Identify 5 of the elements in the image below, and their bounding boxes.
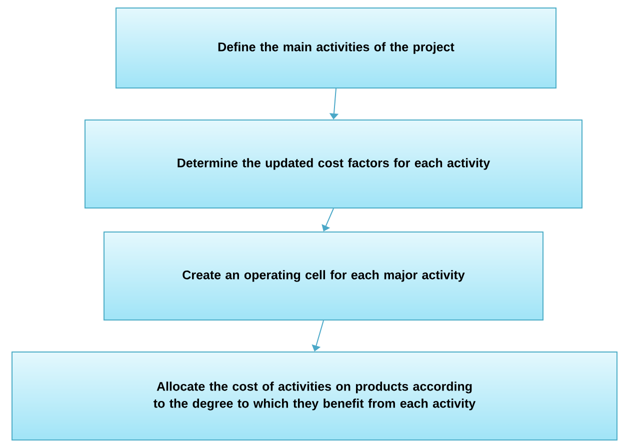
process-box: Define the main activities of the project — [116, 8, 556, 88]
process-box: Determine the updated cost factors for each activity — [84, 120, 582, 208]
process-box: Create an operating cell for each major activity — [104, 232, 544, 320]
process-box: Allocate the cost of activities on products according to the degree to which they benefit from each activity — [12, 351, 618, 440]
arrow — [322, 208, 334, 232]
